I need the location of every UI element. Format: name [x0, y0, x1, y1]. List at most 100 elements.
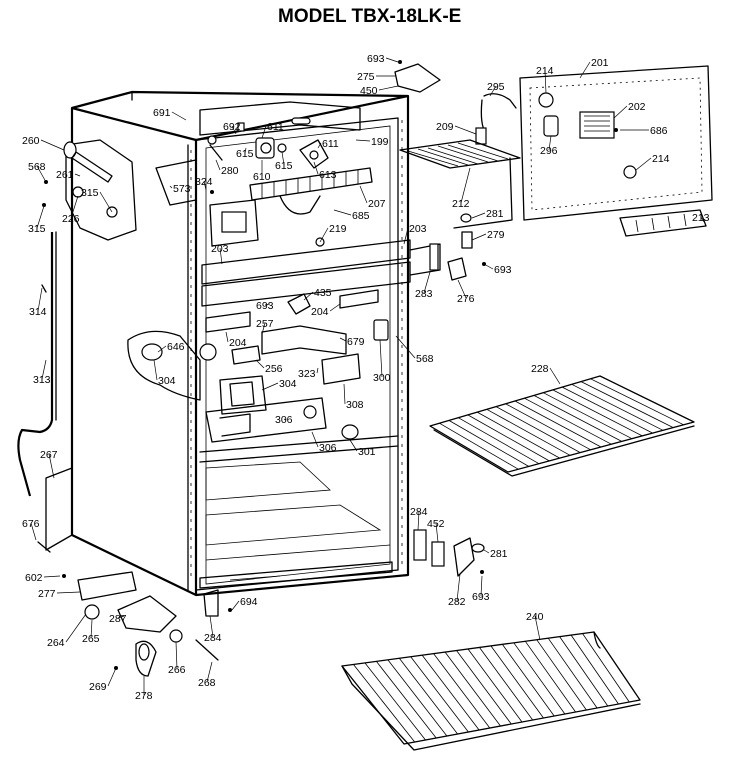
callout-leader-315b	[36, 205, 45, 229]
callout-leader-691	[171, 111, 187, 121]
callout-573: 573	[173, 183, 191, 195]
callout-leader-301	[349, 439, 358, 452]
callout-281a: 281	[486, 208, 504, 220]
callout-686: 686	[650, 125, 668, 137]
callout-240: 240	[526, 611, 544, 623]
callout-314: 314	[29, 306, 47, 318]
callout-676: 676	[22, 518, 40, 530]
callout-leader-226	[70, 195, 79, 219]
callout-leader-284b	[209, 615, 214, 638]
callout-leader-615b	[281, 151, 285, 166]
callout-207: 207	[368, 198, 386, 210]
callout-284a: 284	[410, 506, 428, 518]
callout-leader-306b	[311, 431, 319, 448]
callout-295: 295	[487, 81, 505, 93]
callout-leader-281b	[483, 549, 490, 554]
callout-leader-611a	[261, 125, 267, 139]
callout-214b: 214	[652, 153, 670, 165]
callout-277: 277	[38, 588, 56, 600]
callout-315a: 315	[81, 187, 99, 199]
callout-256: 256	[265, 363, 283, 375]
callout-leader-280	[215, 159, 221, 171]
callout-212: 212	[452, 198, 470, 210]
callout-leader-323	[316, 367, 319, 374]
callout-leader-281a	[471, 212, 486, 219]
callout-leader-568a	[36, 165, 47, 183]
screw-314	[41, 284, 47, 293]
callout-leader-283	[423, 271, 431, 294]
callout-leader-203a	[219, 247, 223, 265]
evaporator-coil	[249, 167, 373, 215]
callout-435: 435	[314, 287, 332, 299]
callout-leader-693a	[385, 57, 399, 63]
callout-266: 266	[168, 664, 186, 676]
callout-301: 301	[358, 446, 376, 458]
callout-leader-287	[117, 615, 125, 619]
callout-leader-260	[40, 139, 65, 151]
callout-leader-308	[343, 383, 346, 405]
callout-282: 282	[448, 596, 466, 608]
callout-leader-324	[203, 180, 207, 191]
callout-306b: 306	[319, 442, 337, 454]
callout-leader-256	[255, 359, 265, 369]
callout-613: 613	[319, 169, 337, 181]
callout-leader-306a	[283, 418, 287, 421]
callout-leader-282	[456, 573, 461, 602]
callout-leader-304b	[261, 382, 279, 391]
callout-260: 260	[22, 135, 40, 147]
callout-leader-277	[56, 591, 81, 594]
callout-693b: 693	[494, 264, 512, 276]
callout-leader-240	[534, 615, 541, 641]
callout-202: 202	[628, 101, 646, 113]
top-hinge-assembly	[42, 139, 137, 241]
callout-280: 280	[221, 165, 239, 177]
callout-694: 694	[240, 596, 258, 608]
refrigerator-cabinet	[70, 90, 410, 597]
control-housing	[155, 159, 259, 247]
callout-214a: 214	[536, 65, 554, 77]
cold-control-panel	[127, 330, 267, 415]
bottom-hinge-parts	[37, 541, 232, 677]
callout-leader-228	[549, 367, 561, 385]
callout-611b: 611	[322, 138, 339, 150]
callout-leader-435	[303, 291, 314, 301]
callout-323: 323	[298, 368, 316, 380]
callout-leader-685	[333, 209, 352, 216]
callout-308: 308	[346, 399, 364, 411]
callout-204a: 204	[311, 306, 329, 318]
callout-leader-199	[355, 139, 371, 142]
callout-leader-264	[65, 613, 87, 643]
callout-leader-213	[700, 216, 705, 223]
callout-leader-615a	[244, 147, 247, 154]
callout-203a: 203	[211, 243, 229, 255]
callout-275: 275	[357, 71, 375, 83]
callout-leader-611b	[317, 142, 322, 149]
callout-450: 450	[360, 85, 378, 97]
callout-300: 300	[373, 372, 391, 384]
callout-leader-295	[489, 85, 497, 97]
callout-264: 264	[47, 637, 65, 649]
callout-284b: 284	[204, 632, 222, 644]
callout-leader-450	[378, 85, 399, 91]
callout-leader-202	[613, 105, 628, 119]
callout-226: 226	[62, 213, 80, 225]
callout-209: 209	[436, 121, 454, 133]
callout-283: 283	[415, 288, 433, 300]
terminal-strip	[619, 209, 707, 237]
callout-leader-693c	[264, 303, 271, 306]
callout-452: 452	[427, 518, 445, 530]
callout-leader-676	[30, 522, 37, 541]
callout-268: 268	[198, 677, 216, 689]
light-cover	[394, 60, 441, 93]
callout-693d: 693	[472, 591, 490, 603]
callout-219: 219	[329, 223, 347, 235]
callout-leader-694	[231, 600, 240, 611]
callout-leader-300	[379, 339, 383, 378]
callout-615a: 615	[236, 148, 254, 160]
callout-278: 278	[135, 690, 153, 702]
callout-leader-276	[457, 279, 467, 299]
callout-leader-201	[579, 61, 591, 79]
callout-leader-296	[548, 135, 552, 151]
